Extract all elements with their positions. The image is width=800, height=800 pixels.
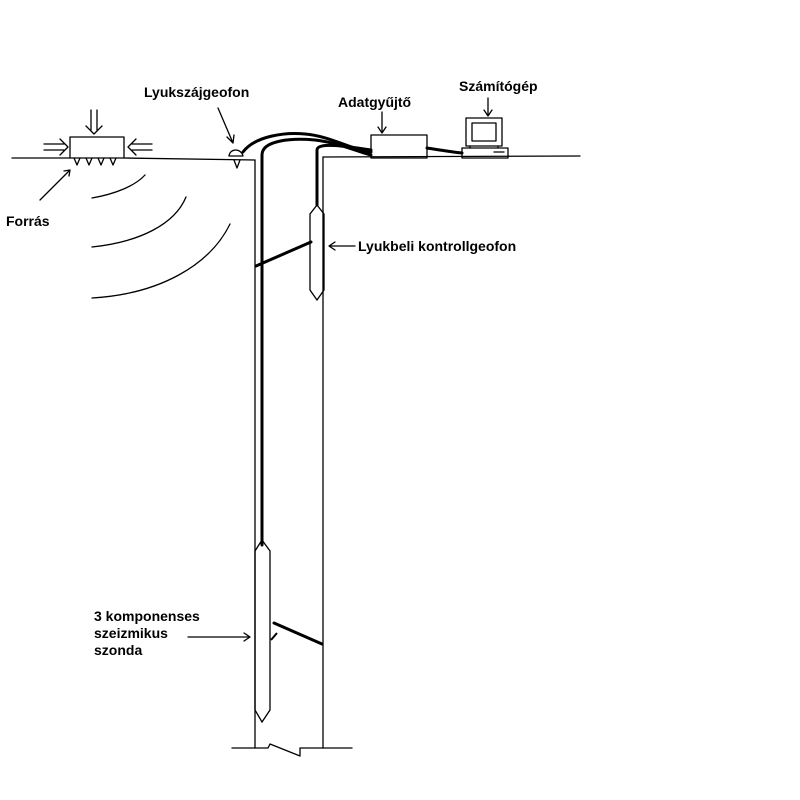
probe-clamp-arm bbox=[272, 621, 324, 646]
label-szonda-line-2: szeizmikus bbox=[94, 625, 168, 641]
control-geophone-sonde bbox=[309, 203, 325, 302]
label-kontrollgeofon: Lyukbeli kontrollgeofon bbox=[358, 238, 517, 254]
label-szonda-line-3: szonda bbox=[94, 642, 143, 658]
seismic-probe-sonde bbox=[254, 538, 271, 724]
arrow-szamitogep bbox=[483, 97, 493, 117]
label-szamitogep: Számítógép bbox=[459, 78, 538, 94]
label-szonda-line-1: 3 komponenses bbox=[94, 608, 200, 624]
borehole-bottom bbox=[231, 743, 353, 757]
cable-computer bbox=[425, 146, 464, 155]
arrow-szonda bbox=[187, 632, 251, 642]
wellhead-geophone bbox=[228, 149, 244, 157]
wavefronts bbox=[91, 174, 231, 299]
source-force-arrows bbox=[43, 109, 153, 156]
source-plate bbox=[69, 136, 125, 159]
label-szonda: 3 komponenses szeizmikus szonda bbox=[94, 608, 244, 659]
ground-surface-right bbox=[322, 155, 581, 158]
label-adatgyujto: Adatgyűjtő bbox=[338, 94, 412, 110]
cable-control bbox=[315, 143, 373, 207]
arrow-kontroll bbox=[328, 241, 356, 251]
data-logger-box bbox=[370, 134, 428, 159]
computer-shape bbox=[461, 117, 509, 159]
cable-probe bbox=[260, 137, 373, 547]
arrow-lyukszaj bbox=[217, 107, 235, 144]
arrow-forras bbox=[39, 169, 71, 201]
arrow-adatgyujto bbox=[377, 111, 387, 134]
label-lyukszajgeofon: Lyukszájgeofon bbox=[144, 84, 250, 100]
source-teeth bbox=[73, 157, 117, 166]
label-forras: Forrás bbox=[6, 213, 50, 229]
ground-surface-left bbox=[11, 157, 256, 161]
control-clamp-arm bbox=[254, 240, 313, 268]
